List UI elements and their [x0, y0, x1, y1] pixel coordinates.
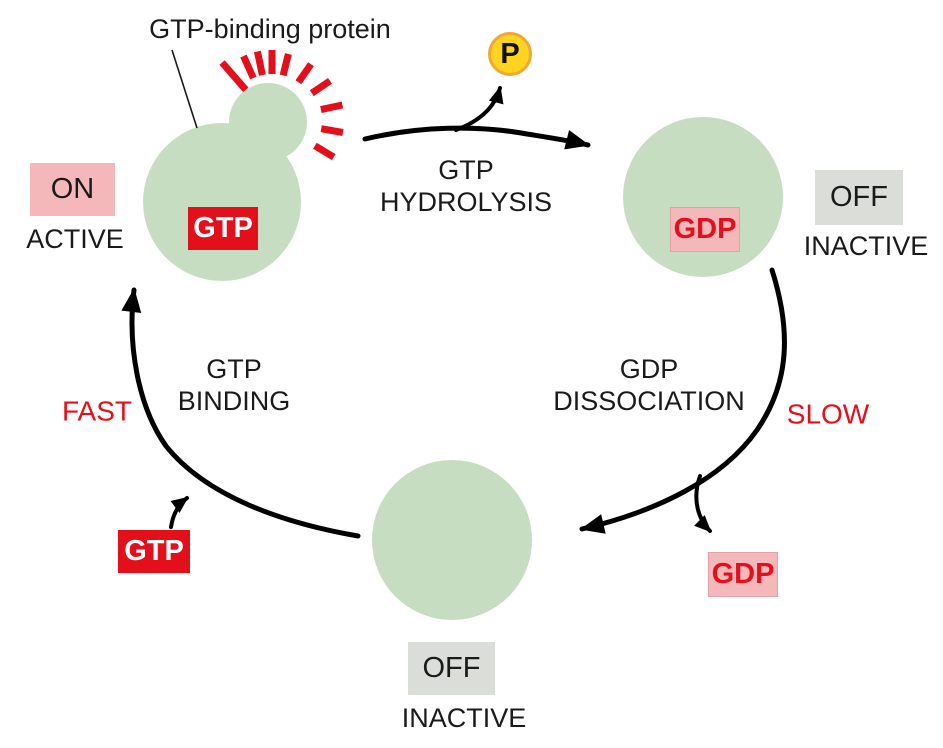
hydrolysis-line1: GTP	[438, 155, 494, 186]
hydrolysis-line2: HYDROLYSIS	[379, 187, 553, 217]
off-badge-bottom: OFF	[408, 642, 495, 695]
dissociation-step-label: GDP DISSOCIATION	[553, 354, 745, 418]
dissociation-line2: DISSOCIATION	[553, 386, 745, 416]
binding-line1: GTP	[206, 354, 262, 385]
inactive-label-bottom: INACTIVE	[401, 703, 527, 734]
off-badge-right: OFF	[815, 170, 903, 225]
binding-step-label: GTP BINDING	[178, 354, 291, 418]
on-badge: ON	[30, 163, 115, 216]
dissociation-line1: GDP	[619, 354, 679, 385]
phosphate-release-arrow	[454, 86, 504, 132]
inactive-protein-empty-body	[372, 460, 532, 620]
gtp-hydrolysis-arrow	[362, 125, 591, 150]
label-leader-line	[171, 49, 198, 129]
active-protein-body	[143, 123, 301, 281]
gtp-entry-arrow	[169, 496, 189, 529]
active-protein-lobe	[229, 83, 307, 161]
slow-rate-label: SLOW	[786, 398, 870, 430]
hydrolysis-step-label: GTP HYDROLYSIS	[380, 155, 552, 219]
inactive-protein-gdp-body	[623, 117, 783, 277]
gtp-binding-arrow	[121, 287, 361, 539]
activity-burst-icon	[219, 50, 344, 161]
binding-line2: BINDING	[177, 386, 291, 416]
inactive-label-right: INACTIVE	[803, 231, 929, 262]
gtp-free-chip: GTP	[118, 530, 190, 573]
phosphate-icon: P	[488, 32, 532, 76]
fast-rate-label: FAST	[61, 395, 133, 427]
gtp-bound-chip: GTP	[188, 207, 258, 250]
gdp-bound-chip: GDP	[670, 207, 740, 252]
gdp-release-arrow	[694, 474, 712, 533]
diagram-title: GTP-binding protein	[149, 14, 391, 45]
gdp-dissociation-arrow	[579, 267, 787, 534]
gdp-free-chip: GDP	[708, 552, 778, 597]
active-label: ACTIVE	[26, 224, 124, 255]
